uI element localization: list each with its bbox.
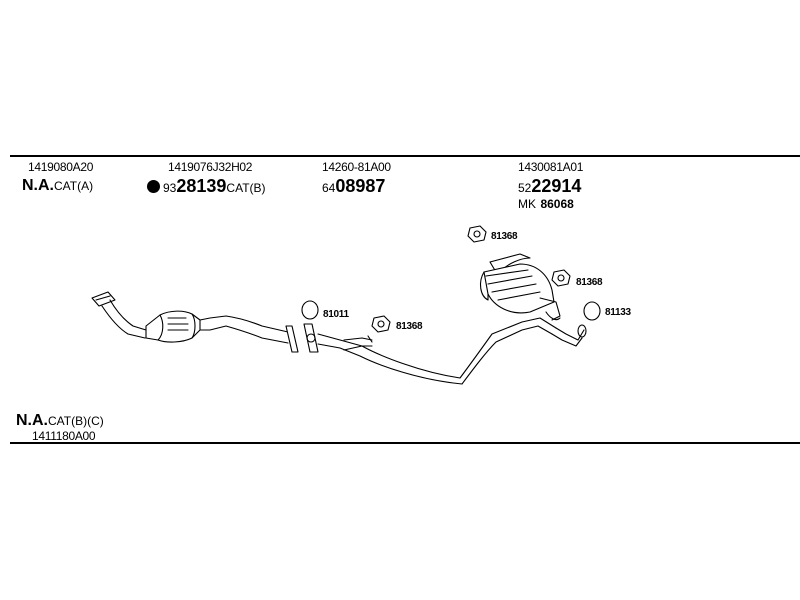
front-pipe [91, 291, 147, 339]
catalytic-converter [145, 310, 201, 343]
gasket-symbol-81011 [301, 300, 319, 320]
muffler-code: 5222914 [518, 176, 582, 196]
na-cat-a-code: N.A.CAT(A) [22, 177, 94, 194]
bottom-divider [10, 442, 800, 444]
part-number-4: 1430081A01 [518, 160, 584, 174]
callout-label-4: 81368 [396, 321, 423, 332]
rubber-mount-symbol-2 [551, 269, 571, 287]
rubber-mount-symbol-3 [371, 315, 391, 333]
callout-label-1: 81368 [491, 231, 518, 242]
center-pipe-flange [303, 323, 319, 353]
part-number-3: 14260-81A00 [322, 160, 391, 174]
catalyst-code: 9328139CAT(B) [147, 177, 266, 196]
mk-code: MK 86068 [518, 197, 574, 211]
rubber-mount-symbol-1 [467, 225, 487, 243]
center-pipe [317, 317, 557, 385]
gasket-symbol-81133 [583, 301, 601, 321]
part-number-1: 1419080A20 [28, 160, 94, 174]
intermediate-pipe [199, 315, 299, 353]
tail-pipe [551, 324, 587, 347]
callout-label-5: 81133 [605, 307, 631, 318]
top-divider [10, 155, 800, 157]
bullet-dot-icon [147, 180, 160, 193]
part-number-2: 1419076J32H02 [168, 160, 253, 174]
rear-muffler [479, 253, 561, 321]
part-number-front: 1411180A00 [32, 429, 96, 443]
na-cat-bc-code: N.A.CAT(B)(C) [16, 412, 104, 429]
callout-label-2: 81368 [576, 277, 603, 288]
callout-label-3: 81011 [323, 309, 349, 320]
pipe-code: 6408987 [322, 176, 386, 196]
